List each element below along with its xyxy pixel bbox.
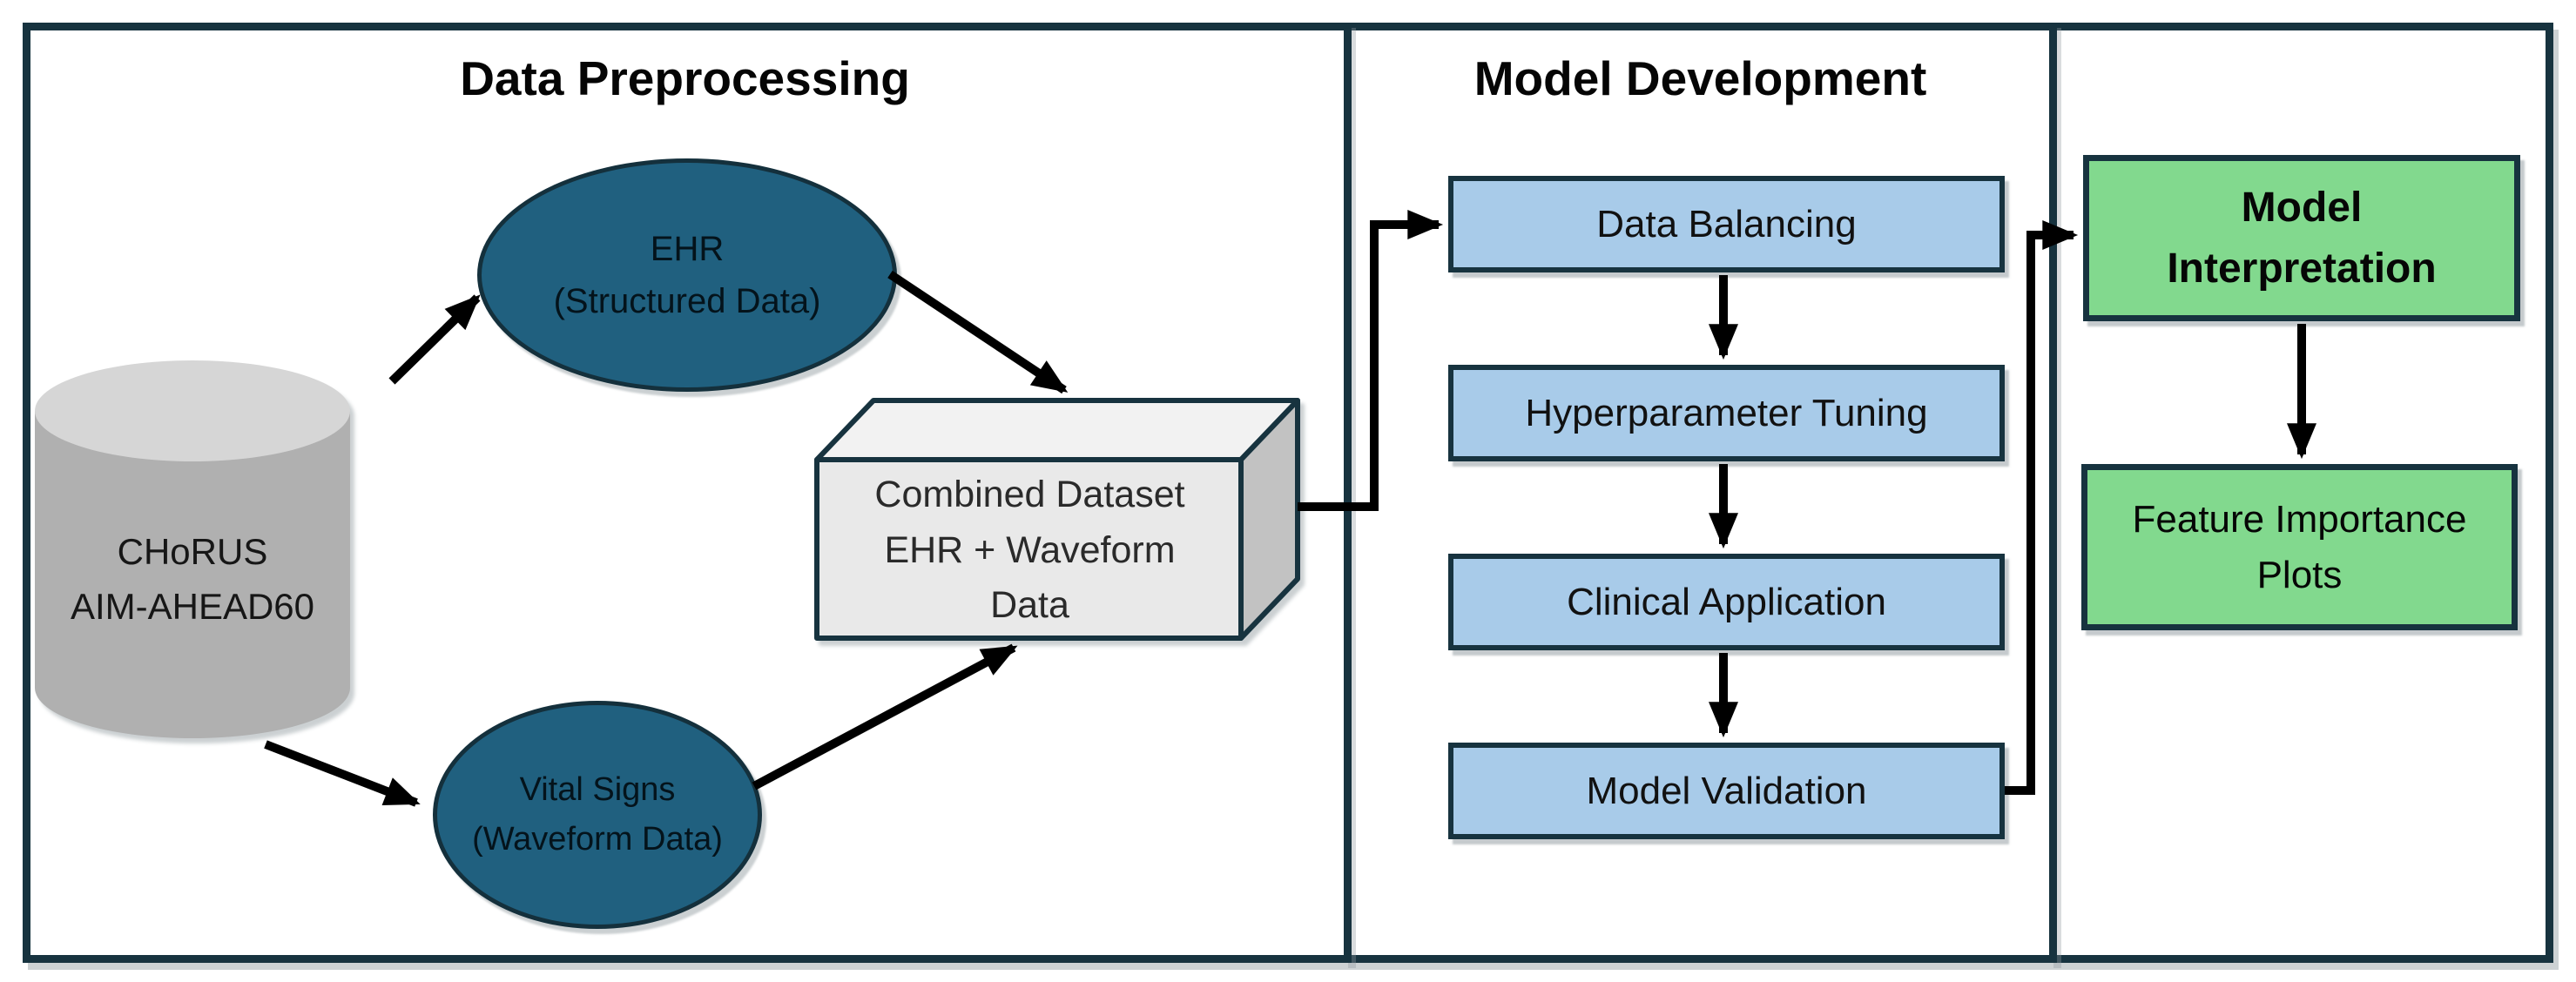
- connector-validation-to-interpretation: [2005, 220, 2079, 795]
- node-hyperparameter-tuning: Hyperparameter Tuning: [1448, 365, 2005, 461]
- node-feature-importance-plots: Feature Importance Plots: [2081, 464, 2518, 630]
- data-balancing-label: Data Balancing: [1596, 202, 1857, 246]
- arrow-ehr-to-combined: [887, 270, 1069, 394]
- feature-plots-line1: Feature Importance: [2132, 497, 2467, 541]
- model-validation-label: Model Validation: [1586, 769, 1867, 812]
- combined-label-line3: Data: [990, 584, 1069, 627]
- node-data-balancing: Data Balancing: [1448, 176, 2005, 272]
- section-title-data-preprocessing: Data Preprocessing: [460, 51, 910, 105]
- ehr-label-line1: EHR: [650, 230, 725, 268]
- chorus-label-line1: CHoRUS: [117, 531, 268, 572]
- feature-plots-line2: Plots: [2256, 553, 2343, 596]
- model-interpretation-line1: Model: [2241, 184, 2363, 231]
- node-ehr: EHR (Structured Data): [477, 158, 897, 392]
- combined-label-line1: Combined Dataset: [874, 474, 1185, 516]
- node-model-interpretation: Model Interpretation: [2083, 155, 2520, 321]
- database-cylinder-icon: [35, 360, 350, 738]
- node-model-validation: Model Validation: [1448, 743, 2005, 839]
- node-vital-signs: Vital Signs (Waveform Data): [433, 701, 762, 929]
- section-divider-development-interpretation: [2049, 23, 2057, 963]
- arrow-database-to-ehr: [388, 294, 481, 385]
- node-chorus-database-label: CHoRUS AIM-AHEAD60: [35, 514, 350, 644]
- vitals-label-line1: Vital Signs: [519, 771, 676, 808]
- ehr-label-line2: (Structured Data): [553, 282, 821, 320]
- combined-label-line2: EHR + Waveform: [884, 528, 1176, 571]
- node-clinical-application: Clinical Application: [1448, 554, 2005, 650]
- connector-combined-to-data-balancing: [1298, 210, 1444, 511]
- hyperparameter-tuning-label: Hyperparameter Tuning: [1525, 391, 1928, 434]
- clinical-application-label: Clinical Application: [1567, 580, 1886, 623]
- model-interpretation-line2: Interpretation: [2167, 245, 2437, 292]
- section-divider-preprocessing-development: [1344, 23, 1352, 963]
- node-combined-dataset-label: Combined Dataset EHR + Waveform Data: [819, 470, 1241, 631]
- vitals-label-line2: (Waveform Data): [472, 821, 723, 858]
- combined-dataset-cube-icon: [814, 398, 1300, 641]
- arrow-vitals-to-combined: [752, 643, 1018, 790]
- diagram-outer-border: [23, 23, 2553, 963]
- chorus-label-line2: AIM-AHEAD60: [70, 586, 315, 627]
- section-title-model-development: Model Development: [1473, 51, 1927, 105]
- arrow-database-to-vitals: [264, 740, 421, 807]
